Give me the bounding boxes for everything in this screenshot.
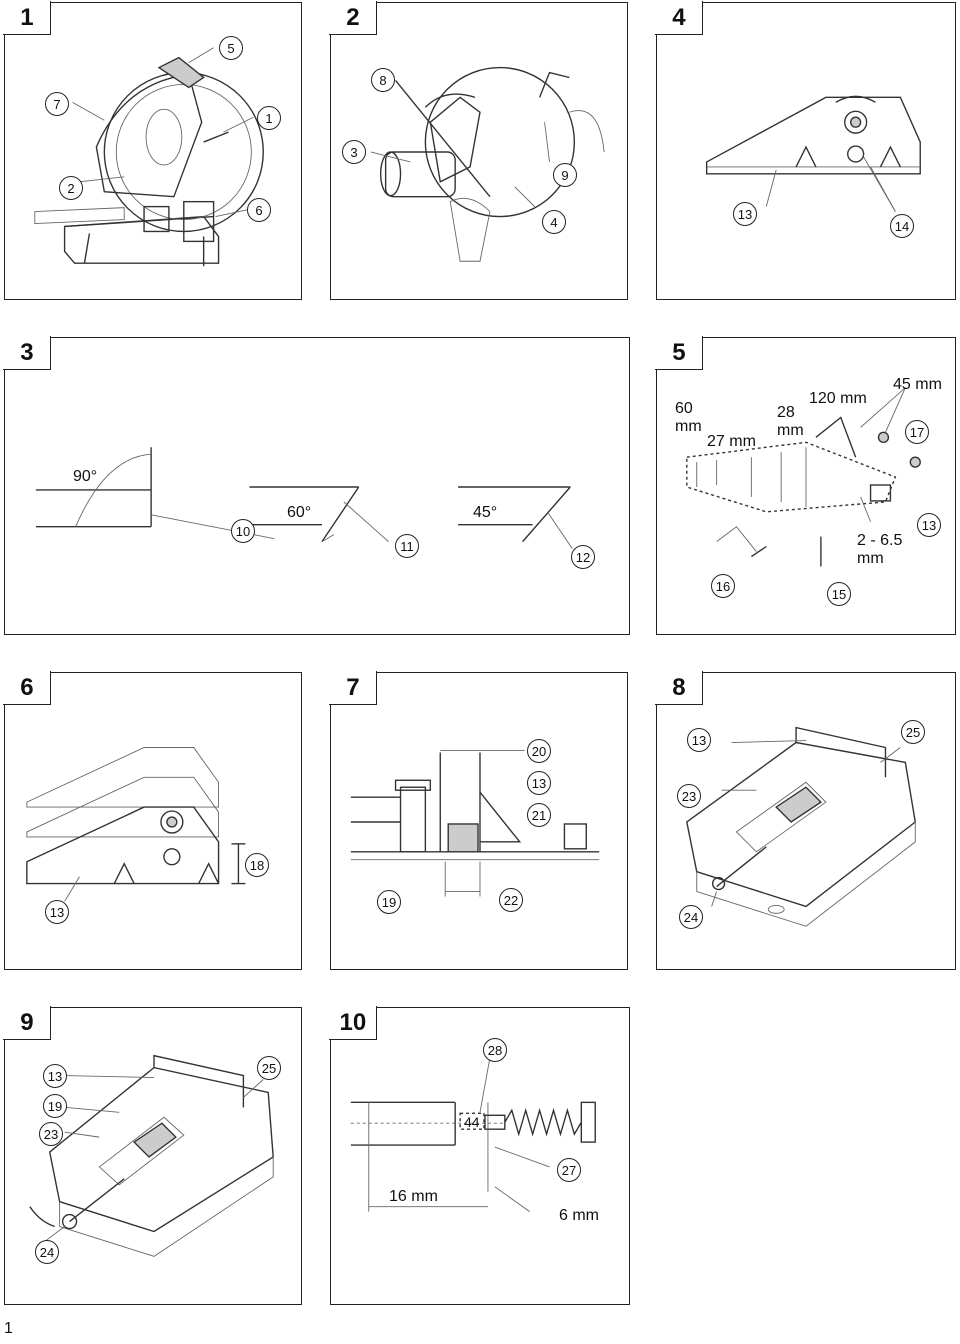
callout-25: 25 [257,1056,281,1080]
callout-13: 13 [687,728,711,752]
callout-19: 19 [43,1094,67,1118]
callout-9: 9 [553,163,577,187]
callout-5: 5 [219,36,243,60]
callout-13: 13 [527,771,551,795]
vise-section-diagram [350,750,600,897]
panel-number: 2 [329,1,378,36]
callout-23: 23 [39,1122,63,1146]
figure-panel-1: 1 5 7 1 2 6 [3,1,302,300]
figure-panel-7: 7 20 13 21 19 22 [329,671,628,970]
figure-panel-2: 2 8 3 9 4 [329,1,628,300]
figure-panel-8: 8 13 25 23 24 [655,671,956,970]
spacer-plate-installation [686,387,921,567]
callout-6: 6 [247,198,271,222]
callout-13: 13 [45,900,69,924]
angle-60-label: 60° [287,504,312,521]
dim-120mm: 120 mm [809,390,867,407]
callout-20: 20 [527,739,551,763]
callout-16: 16 [711,574,735,598]
panel-number: 10 [329,1006,378,1041]
vise-base-perspective [686,726,917,927]
callout-11: 11 [395,534,419,558]
panel-number: 6 [3,671,52,706]
callout-27: 27 [557,1158,581,1182]
callout-24: 24 [35,1240,59,1264]
carbon-brush-diagram [350,1057,596,1212]
callout-13: 13 [917,513,941,537]
panel-number: 8 [655,671,704,706]
figure-panel-5: 5 60 mm 27 mm 28 mm 120 mm 45 mm 2 - 6.5… [655,336,956,635]
callout-17: 17 [905,420,929,444]
callout-18: 18 [245,853,269,877]
callout-2: 2 [59,176,83,200]
callout-10: 10 [231,519,255,543]
callout-12: 12 [571,545,595,569]
dim-45mm: 45 mm [893,376,942,393]
blade-change-illustration [370,66,605,262]
callout-7: 7 [45,92,69,116]
brush-limit-label: 44 [464,1114,480,1130]
callout-22: 22 [499,888,523,912]
panel-number: 1 [3,1,52,36]
callout-24: 24 [679,905,703,929]
callout-28: 28 [483,1038,507,1062]
dim-28mm: 28 mm [777,404,804,439]
panel-number: 7 [329,671,378,706]
page-number: 1 [4,1320,13,1337]
figure-panel-4: 4 13 14 [655,1,956,300]
cutoff-saw-illustration [34,47,264,267]
callout-15: 15 [827,582,851,606]
callout-21: 21 [527,803,551,827]
callout-19: 19 [377,890,401,914]
dim-27mm: 27 mm [707,433,756,450]
figure-panel-9: 9 13 25 19 23 24 [3,1006,302,1305]
vise-plate-positions [26,747,246,902]
dim-16mm: 16 mm [389,1188,438,1205]
panel-number: 4 [655,1,704,36]
figure-panel-6: 6 18 13 [3,671,302,970]
callout-1: 1 [257,106,281,130]
vise-plate-illustration [705,95,921,212]
panel-number: 3 [3,336,52,371]
dim-6mm: 6 mm [559,1207,599,1224]
figure-panel-3: 3 90° 60° 45° 10 11 12 [3,336,630,635]
angle-90-label: 90° [73,468,98,485]
angle-45-label: 45° [473,504,498,521]
dim-2-6.5mm: 2 - 6.5 mm [857,532,903,567]
figure-panel-10: 10 44 16 mm 6 mm 28 27 [329,1006,630,1305]
callout-4: 4 [542,210,566,234]
vise-base-perspective-2 [29,1054,274,1257]
dim-60mm: 60 mm [675,400,702,435]
cutting-angle-diagrams [35,447,573,549]
callout-13: 13 [733,202,757,226]
panel-number: 5 [655,336,704,371]
callout-14: 14 [890,214,914,238]
panel-number: 9 [3,1006,52,1041]
callout-23: 23 [677,784,701,808]
callout-8: 8 [371,68,395,92]
callout-25: 25 [901,720,925,744]
callout-13: 13 [43,1064,67,1088]
callout-3: 3 [342,140,366,164]
